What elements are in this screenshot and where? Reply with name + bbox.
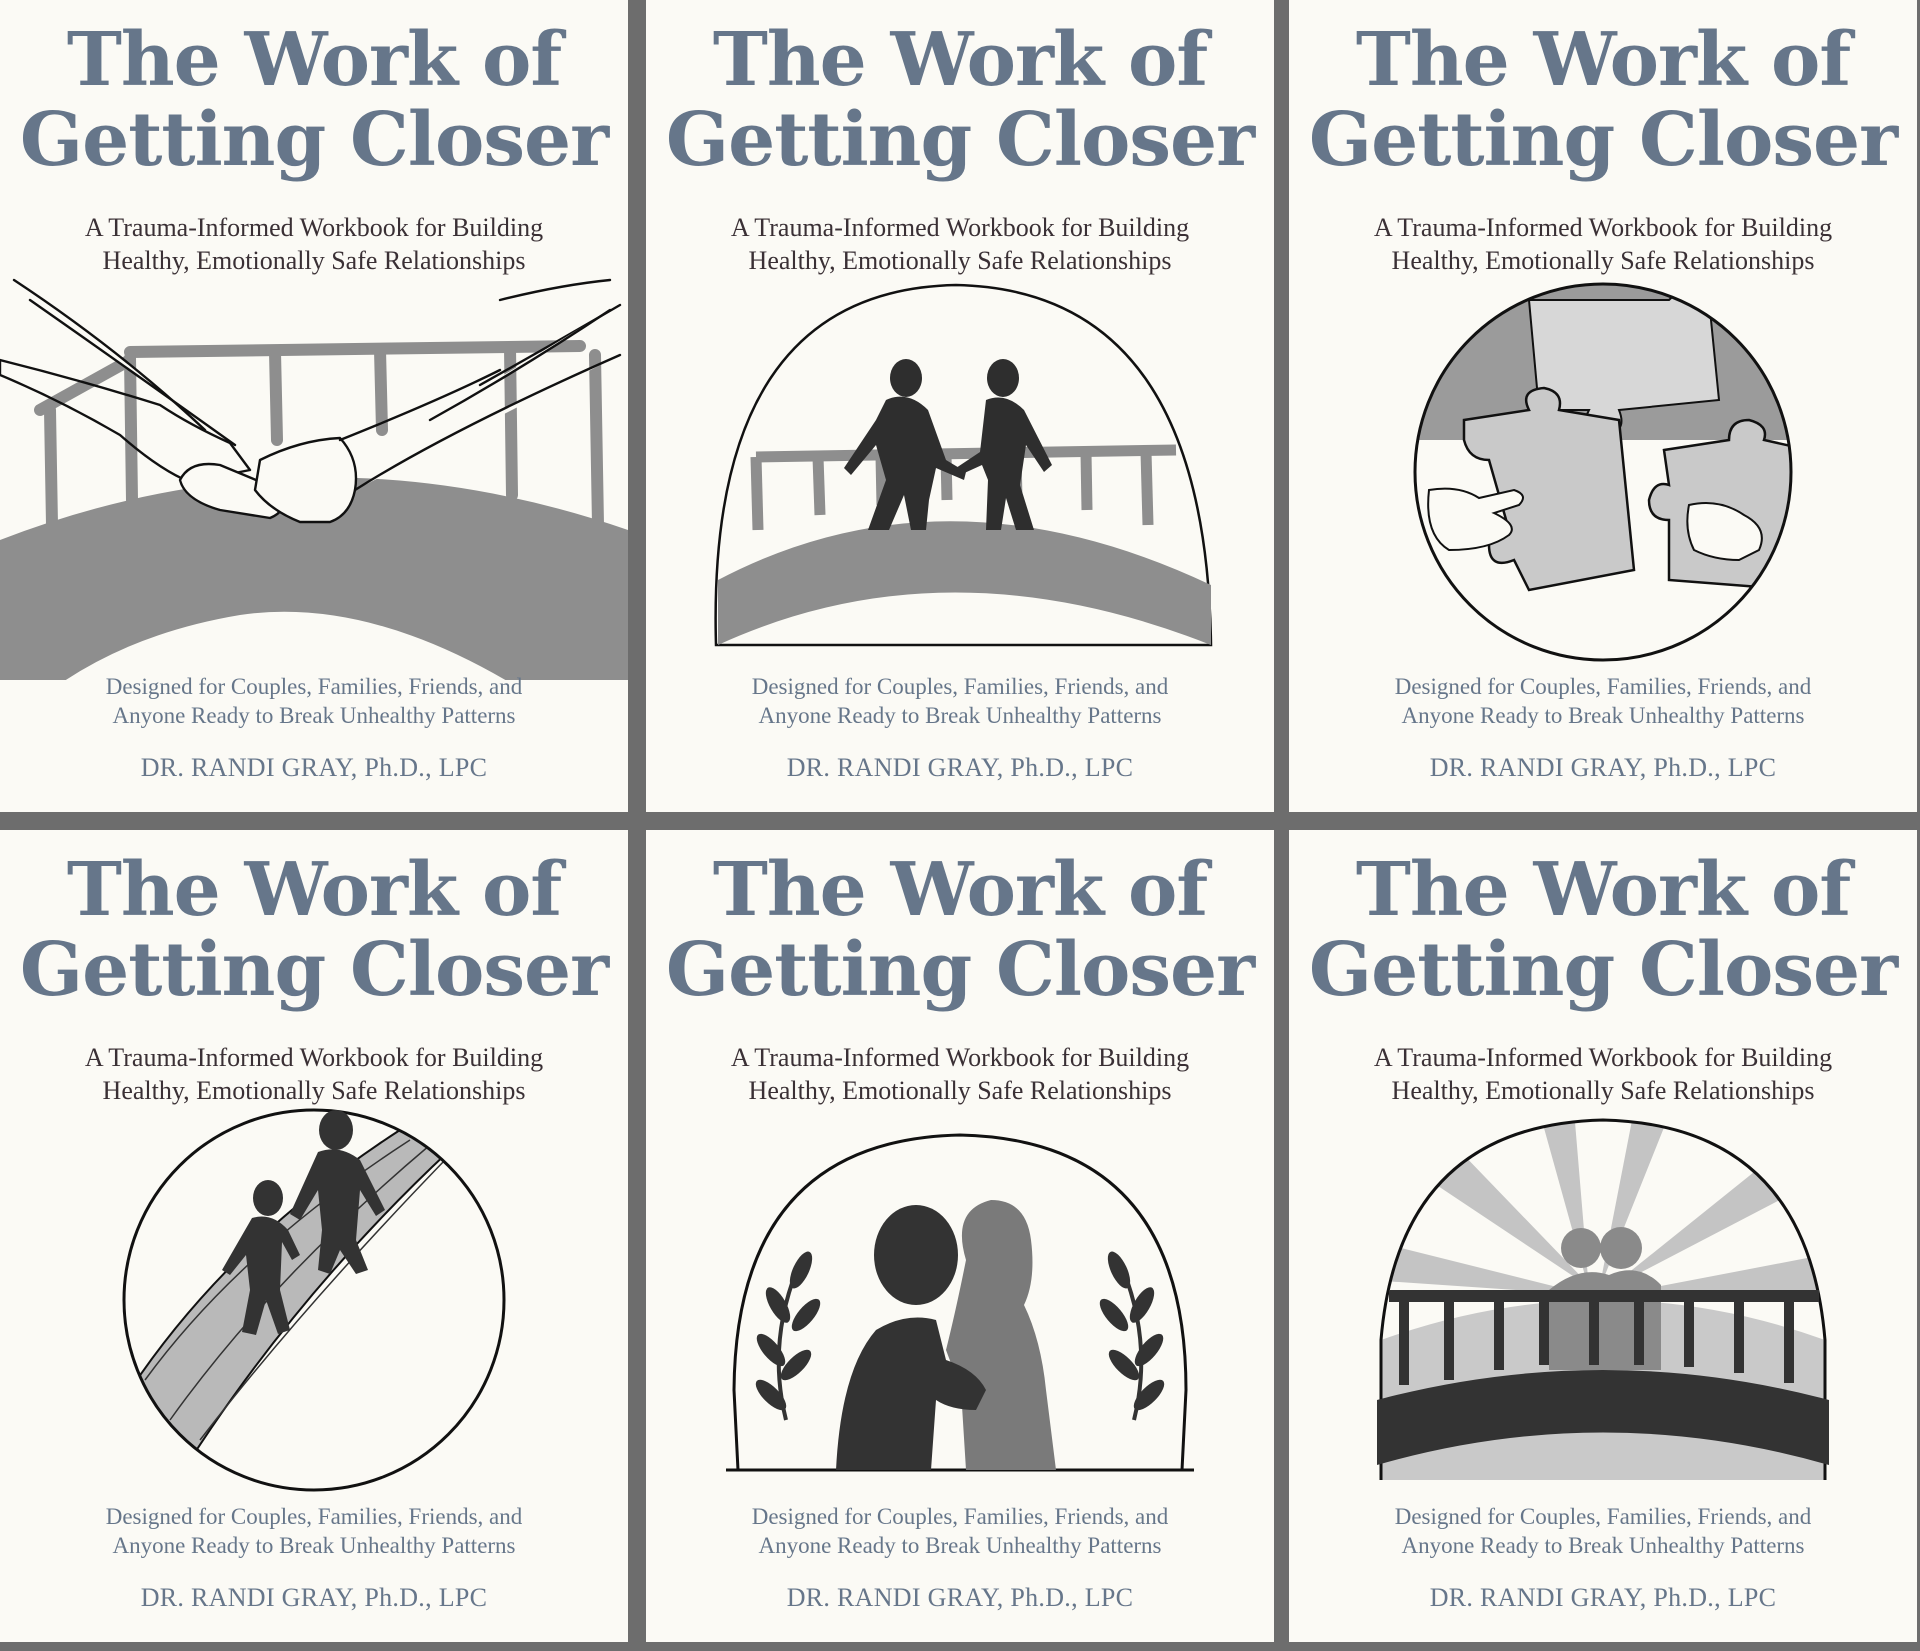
subtitle-line: Healthy, Emotionally Safe Relationships (748, 1076, 1172, 1105)
book-cover[interactable]: The Work of Getting Closer A Trauma-Info… (1289, 0, 1917, 812)
cover-subtitle: A Trauma-Informed Workbook for Building … (0, 211, 628, 277)
subtitle-line: A Trauma-Informed Workbook for Building (1373, 1043, 1833, 1072)
title-line: Getting Closer (1308, 97, 1898, 183)
subtitle-line: A Trauma-Informed Workbook for Building (84, 213, 544, 242)
subtitle-line: Healthy, Emotionally Safe Relationships (1391, 1076, 1815, 1105)
cover-title: The Work of Getting Closer (0, 20, 628, 180)
cover-subtitle: A Trauma-Informed Workbook for Building … (646, 1041, 1274, 1107)
subtitle-line: Healthy, Emotionally Safe Relationships (1391, 246, 1815, 275)
tagline-line: Anyone Ready to Break Unhealthy Patterns (1401, 703, 1805, 728)
cover-tagline: Designed for Couples, Families, Friends,… (0, 672, 628, 730)
cover-author: DR. RANDI GRAY, Ph.D., LPC (1429, 1583, 1777, 1612)
cover-title: The Work of Getting Closer (0, 850, 628, 1010)
cover-author: DR. RANDI GRAY, Ph.D., LPC (140, 753, 488, 782)
subtitle-line: Healthy, Emotionally Safe Relationships (102, 1076, 526, 1105)
hands-on-bridge-illustration (0, 278, 628, 680)
cover-author: DR. RANDI GRAY, Ph.D., LPC (786, 1583, 1134, 1612)
cover-title: The Work of Getting Closer (1289, 20, 1917, 180)
cover-subtitle: A Trauma-Informed Workbook for Building … (0, 1041, 628, 1107)
cover-title: The Work of Getting Closer (1289, 850, 1917, 1010)
cover-author: DR. RANDI GRAY, Ph.D., LPC (140, 1583, 488, 1612)
cover-title: The Work of Getting Closer (646, 850, 1274, 1010)
tagline-line: Designed for Couples, Families, Friends,… (751, 674, 1169, 699)
cover-title: The Work of Getting Closer (646, 20, 1274, 180)
tagline-line: Anyone Ready to Break Unhealthy Patterns (758, 703, 1162, 728)
title-line: Getting Closer (19, 97, 609, 183)
cover-tagline: Designed for Couples, Families, Friends,… (646, 1502, 1274, 1560)
subtitle-line: A Trauma-Informed Workbook for Building (730, 213, 1190, 242)
puzzle-pieces-illustration (1413, 282, 1793, 662)
tagline-line: Designed for Couples, Families, Friends,… (1394, 1504, 1812, 1529)
title-line: Getting Closer (19, 927, 609, 1013)
subtitle-line: Healthy, Emotionally Safe Relationships (748, 246, 1172, 275)
cover-subtitle: A Trauma-Informed Workbook for Building … (1289, 211, 1917, 277)
title-line: The Work of (66, 847, 562, 933)
cover-tagline: Designed for Couples, Families, Friends,… (1289, 1502, 1917, 1560)
couple-bridge-sunrise-illustration (1377, 1118, 1829, 1480)
title-line: The Work of (66, 17, 562, 103)
tagline-line: Designed for Couples, Families, Friends,… (1394, 674, 1812, 699)
cover-tagline: Designed for Couples, Families, Friends,… (0, 1502, 628, 1560)
tagline-line: Anyone Ready to Break Unhealthy Patterns (758, 1533, 1162, 1558)
two-people-laurels-illustration (726, 1133, 1194, 1472)
book-cover[interactable]: The Work of Getting Closer A Trauma-Info… (0, 830, 628, 1642)
tagline-line: Designed for Couples, Families, Friends,… (105, 1504, 523, 1529)
cover-tagline: Designed for Couples, Families, Friends,… (646, 672, 1274, 730)
tagline-line: Designed for Couples, Families, Friends,… (105, 674, 523, 699)
tagline-line: Anyone Ready to Break Unhealthy Patterns (112, 1533, 516, 1558)
book-cover[interactable]: The Work of Getting Closer A Trauma-Info… (0, 0, 628, 812)
title-line: Getting Closer (665, 97, 1255, 183)
subtitle-line: A Trauma-Informed Workbook for Building (730, 1043, 1190, 1072)
subtitle-line: A Trauma-Informed Workbook for Building (1373, 213, 1833, 242)
tagline-line: Anyone Ready to Break Unhealthy Patterns (112, 703, 516, 728)
title-line: Getting Closer (665, 927, 1255, 1013)
subtitle-line: A Trauma-Informed Workbook for Building (84, 1043, 544, 1072)
title-line: Getting Closer (1308, 927, 1898, 1013)
tagline-line: Anyone Ready to Break Unhealthy Patterns (1401, 1533, 1805, 1558)
book-cover[interactable]: The Work of Getting Closer A Trauma-Info… (646, 830, 1274, 1642)
cover-author: DR. RANDI GRAY, Ph.D., LPC (786, 753, 1134, 782)
cover-author: DR. RANDI GRAY, Ph.D., LPC (1429, 753, 1777, 782)
cover-subtitle: A Trauma-Informed Workbook for Building … (646, 211, 1274, 277)
book-cover[interactable]: The Work of Getting Closer A Trauma-Info… (1289, 830, 1917, 1642)
title-line: The Work of (1355, 17, 1851, 103)
figures-on-bridge-illustration (714, 283, 1213, 647)
title-line: The Work of (712, 847, 1208, 933)
book-cover[interactable]: The Work of Getting Closer A Trauma-Info… (646, 0, 1274, 812)
title-line: The Work of (712, 17, 1208, 103)
cover-subtitle: A Trauma-Informed Workbook for Building … (1289, 1041, 1917, 1107)
cover-tagline: Designed for Couples, Families, Friends,… (1289, 672, 1917, 730)
subtitle-line: Healthy, Emotionally Safe Relationships (102, 246, 526, 275)
title-line: The Work of (1355, 847, 1851, 933)
tagline-line: Designed for Couples, Families, Friends,… (751, 1504, 1169, 1529)
puzzle-bridge-figures-illustration (122, 1108, 506, 1492)
